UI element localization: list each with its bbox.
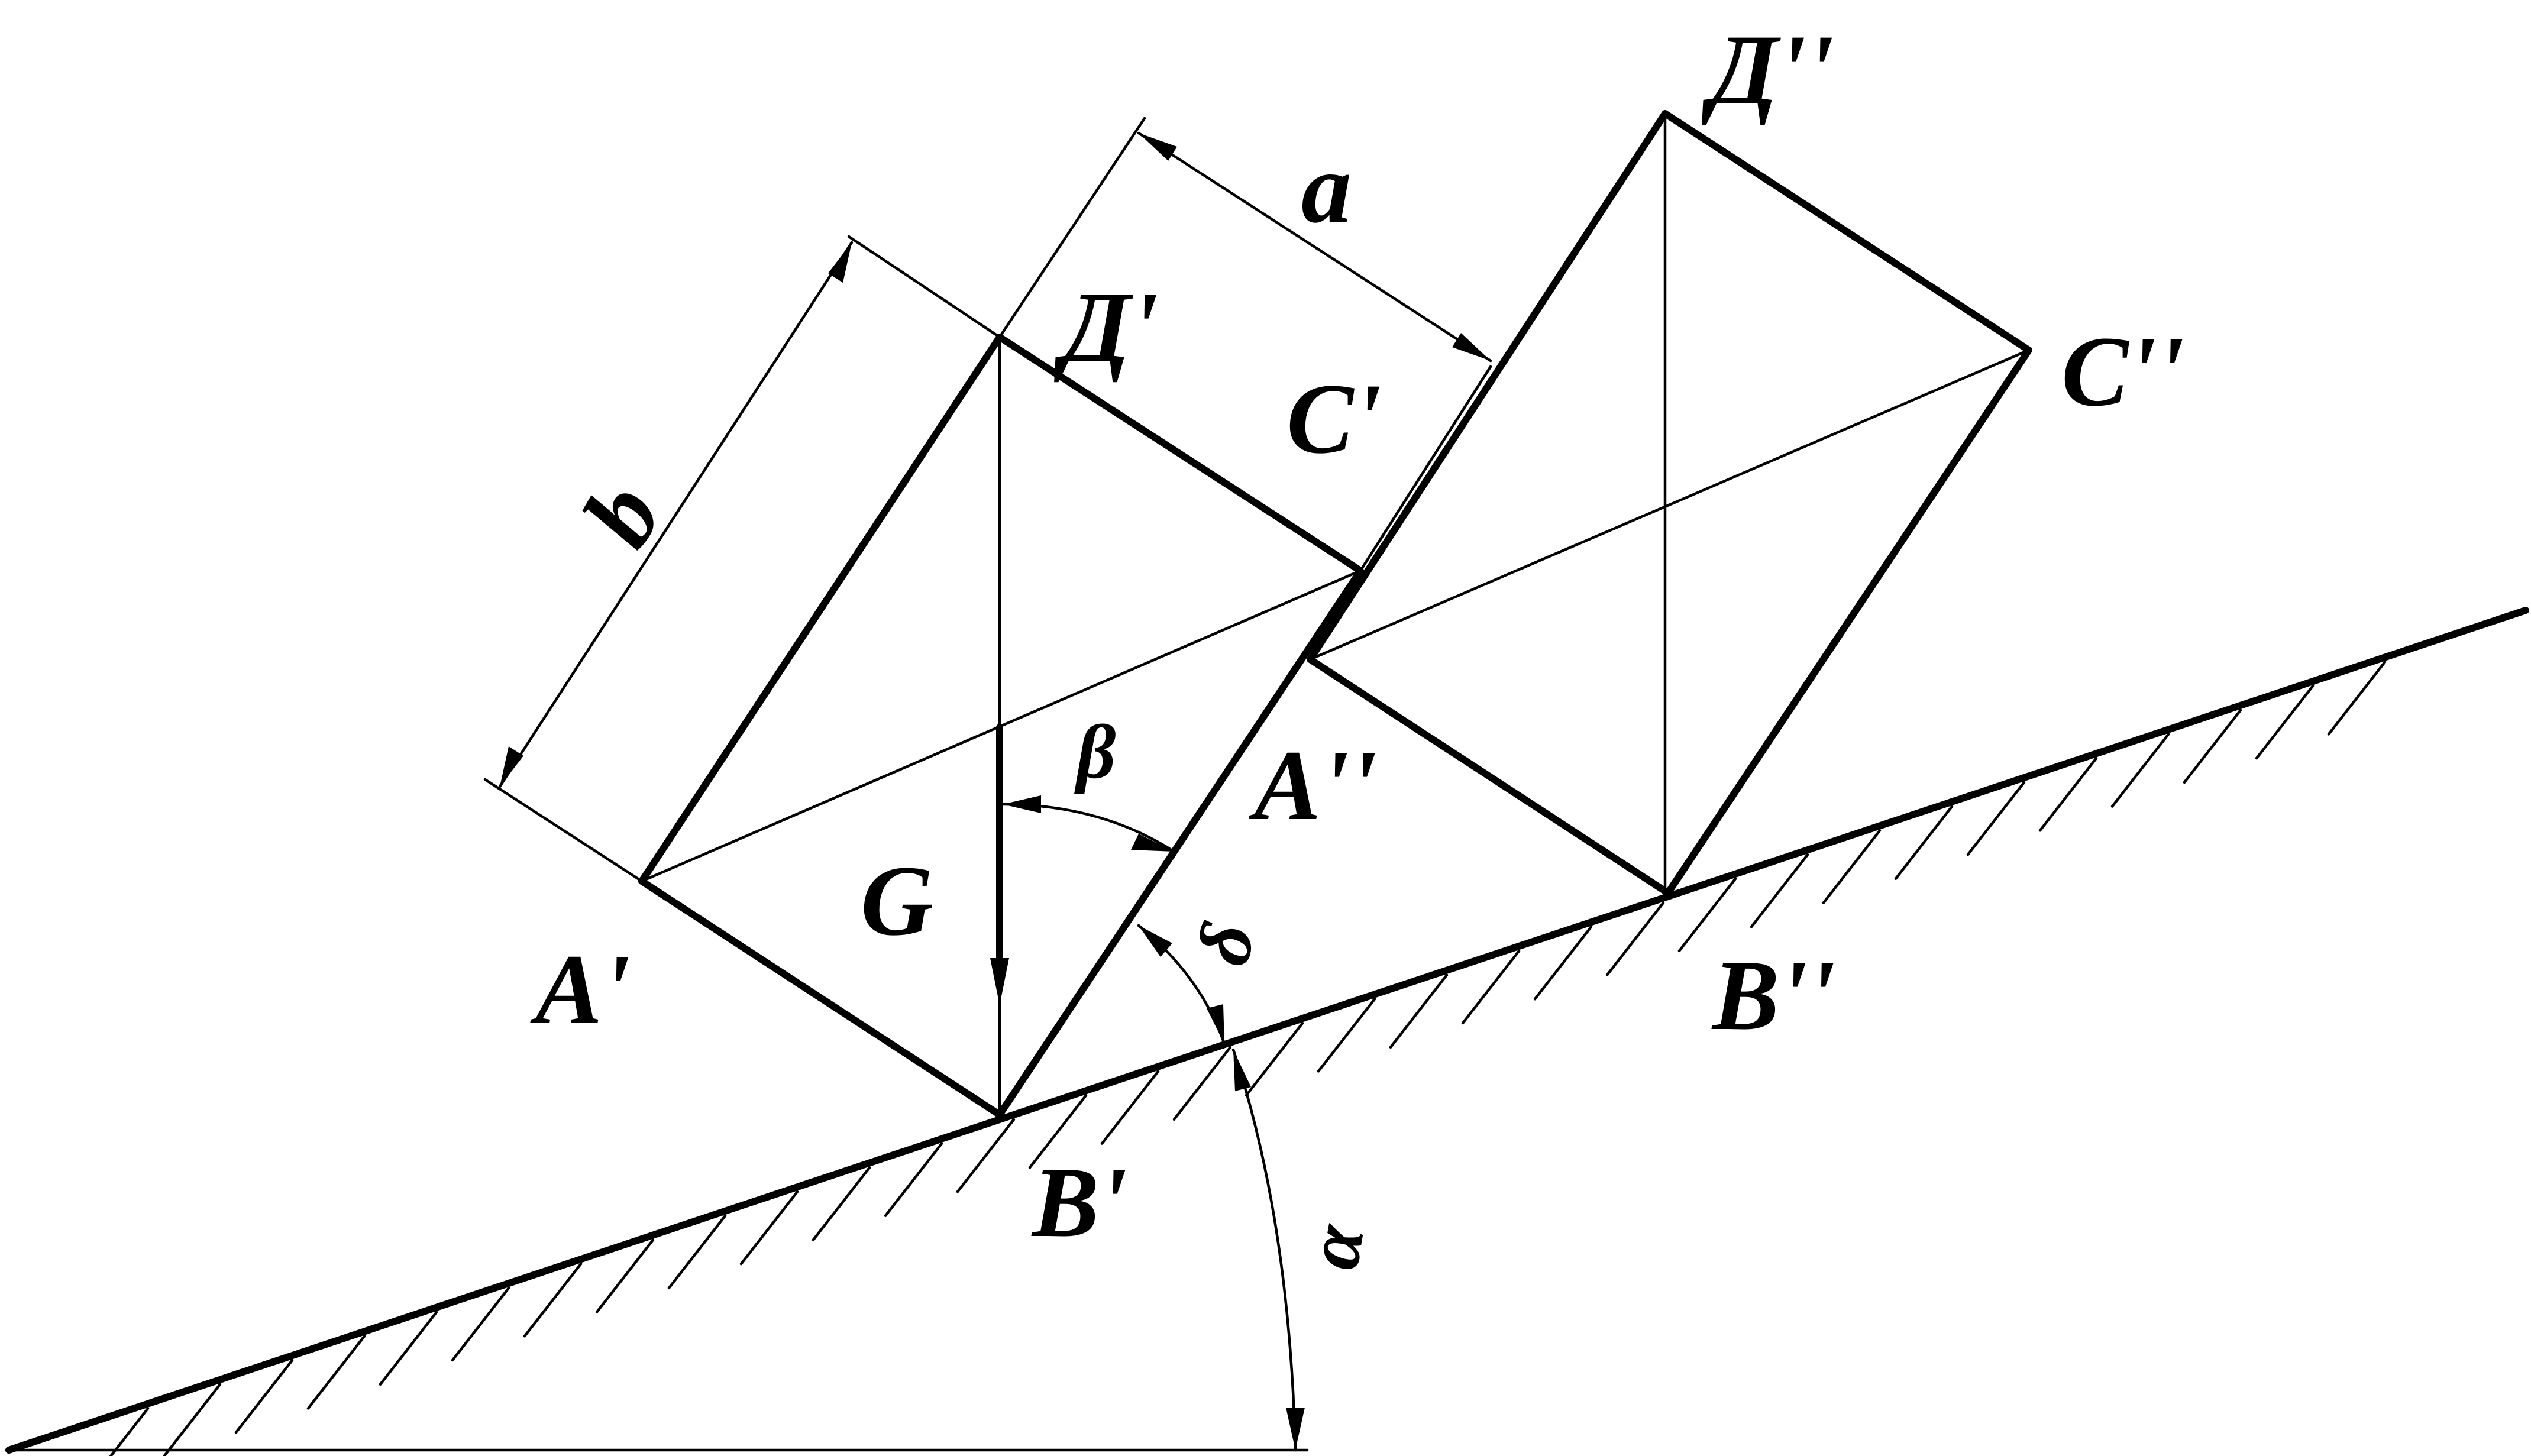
hatch-mark <box>1172 1046 1232 1121</box>
dimension-a-arrow-start <box>1139 133 1177 161</box>
hatch-mark <box>2110 733 2170 808</box>
hatch-mark <box>2327 661 2387 736</box>
hatch-mark <box>595 1238 655 1313</box>
label-angle-beta: β <box>1074 710 1116 795</box>
hatch-mark <box>523 1263 583 1338</box>
label-a-prime: A' <box>530 934 631 1045</box>
gravity-force-vector <box>990 724 1009 1005</box>
dimension-b-arrow-top <box>828 242 852 283</box>
label-angle-delta: δ <box>1180 914 1272 974</box>
hatch-mark <box>2183 708 2242 784</box>
hatch-mark <box>739 1190 799 1266</box>
dimension-a-extension <box>998 117 1146 339</box>
dimension-b-line <box>498 241 854 788</box>
gravity-arrow-head <box>990 958 1009 1005</box>
dimension-a <box>998 117 1492 363</box>
hatch-mark <box>451 1286 510 1362</box>
hatch-mark <box>1750 853 1809 928</box>
hatch-mark <box>1100 1070 1160 1145</box>
block-second-position <box>1307 110 2032 897</box>
label-d-prime: Д' <box>1054 271 1158 383</box>
label-angle-alpha: α <box>1289 1217 1381 1275</box>
hatch-mark <box>1677 877 1737 953</box>
dimension-b-extension-top <box>847 235 1001 339</box>
angle-beta-arrow-end <box>1131 834 1174 852</box>
hatch-mark <box>306 1335 366 1410</box>
label-b-prime: B' <box>1031 1147 1127 1258</box>
edge-extension <box>1359 365 1492 572</box>
label-dimension-a: a <box>1301 132 1352 244</box>
angle-beta-arrow-start <box>1003 795 1041 813</box>
hatch-mark <box>1605 901 1665 976</box>
block-2-outline <box>1307 110 2032 897</box>
angle-delta-arrow-start <box>1139 926 1172 957</box>
hatch-mark <box>1389 973 1449 1049</box>
hatch-mark <box>1028 1094 1088 1169</box>
inclined-surface <box>5 607 2529 1454</box>
hatch-mark <box>234 1358 294 1434</box>
hatch-mark <box>2255 684 2315 760</box>
label-gravity-force: G <box>861 845 933 956</box>
label-dimension-b: b <box>561 465 683 564</box>
hatch-mark <box>884 1142 943 1217</box>
hatch-mark <box>956 1118 1016 1193</box>
hatch-mark <box>2038 757 2098 832</box>
dimension-b <box>483 235 1001 883</box>
hatch-mark <box>1966 781 2026 856</box>
angle-alpha-arrow-end <box>1286 1408 1305 1450</box>
label-c-prime: C' <box>1286 363 1382 474</box>
hatch-mark <box>812 1166 871 1241</box>
hatch-mark <box>1461 949 1521 1025</box>
angle-alpha-arc <box>1231 1048 1297 1452</box>
label-d-double-prime: Д'' <box>1702 14 1834 125</box>
hatch-mark <box>162 1383 222 1456</box>
angle-delta-arrow-end <box>1207 1004 1224 1044</box>
hatch-mark <box>109 1407 150 1456</box>
hatch-mark <box>1533 926 1593 1001</box>
ground-hatching <box>109 661 2387 1456</box>
dimension-b-extension-bottom <box>483 778 644 883</box>
hatch-mark <box>1317 998 1376 1073</box>
label-a-double-prime: A'' <box>1249 730 1377 841</box>
hatch-mark <box>1894 805 1954 880</box>
block-2-diagonal-ac <box>1308 348 2031 661</box>
angle-alpha-arrow-start <box>1233 1050 1251 1091</box>
dimension-b-arrow-bottom <box>500 746 523 787</box>
label-c-double-prime: C'' <box>2061 316 2184 427</box>
dimension-a-arrow-end <box>1452 333 1491 361</box>
hatch-mark <box>667 1214 727 1290</box>
hatch-mark <box>1245 1021 1304 1097</box>
label-b-double-prime: B'' <box>1711 940 1835 1051</box>
hatch-mark <box>1822 829 1882 904</box>
hatch-mark <box>379 1311 438 1386</box>
dimension-a-line <box>1137 131 1492 363</box>
